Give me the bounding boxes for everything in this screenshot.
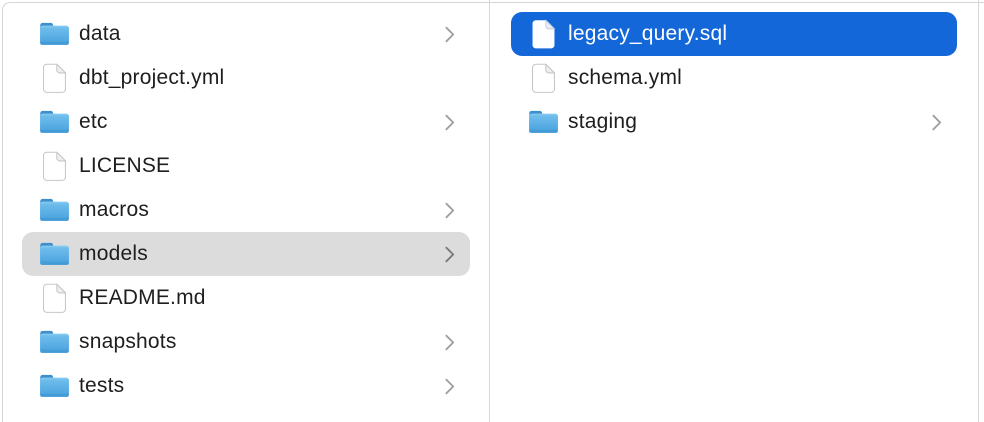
file-name-label: README.md [79,286,206,309]
file-icon [532,19,555,48]
file-name-label: data [79,22,121,45]
file-icon [43,151,66,181]
column-divider[interactable] [489,0,490,422]
folder-icon [40,198,69,221]
folder-icon [529,110,558,133]
file-row-snapshots[interactable]: snapshots [22,320,470,364]
folder-icon [40,22,69,45]
folder-icon [40,374,69,397]
file-name-label: staging [568,110,638,133]
file-name-label: macros [79,198,150,221]
file-row-schema.yml[interactable]: schema.yml [511,56,957,100]
chevron-right-icon [445,114,455,130]
file-name-label: snapshots [79,330,177,353]
file-name-label: schema.yml [568,66,683,89]
finder-column-parent: data dbt_project.yml etc LICENSE [3,3,489,422]
file-name-label: models [79,242,148,265]
file-name-label: legacy_query.sql [568,22,728,45]
file-name-label: LICENSE [79,154,171,177]
chevron-right-icon [445,202,455,218]
chevron-right-icon [445,334,455,350]
file-row-staging[interactable]: staging [511,100,957,144]
folder-icon [40,242,69,265]
file-name-label: tests [79,374,125,397]
file-row-models[interactable]: models [22,232,470,276]
chevron-right-icon [445,246,455,262]
chevron-right-icon [932,114,942,130]
file-row-etc[interactable]: etc [22,100,470,144]
file-row-macros[interactable]: macros [22,188,470,232]
file-row-README.md[interactable]: README.md [22,276,470,320]
column-divider[interactable] [978,0,979,422]
file-row-data[interactable]: data [22,12,470,56]
finder-column-models: legacy_query.sql schema.yml staging [490,3,978,422]
file-row-legacy_query.sql[interactable]: legacy_query.sql [511,12,957,56]
folder-icon [40,110,69,133]
folder-icon [40,330,69,353]
chevron-right-icon [445,378,455,394]
file-name-label: dbt_project.yml [79,66,225,89]
file-icon [43,283,66,313]
chevron-right-icon [445,26,455,42]
file-row-tests[interactable]: tests [22,364,470,408]
file-row-dbt_project.yml[interactable]: dbt_project.yml [22,56,470,100]
file-row-LICENSE[interactable]: LICENSE [22,144,470,188]
file-icon [43,63,66,93]
file-icon [532,63,555,93]
file-name-label: etc [79,110,108,133]
